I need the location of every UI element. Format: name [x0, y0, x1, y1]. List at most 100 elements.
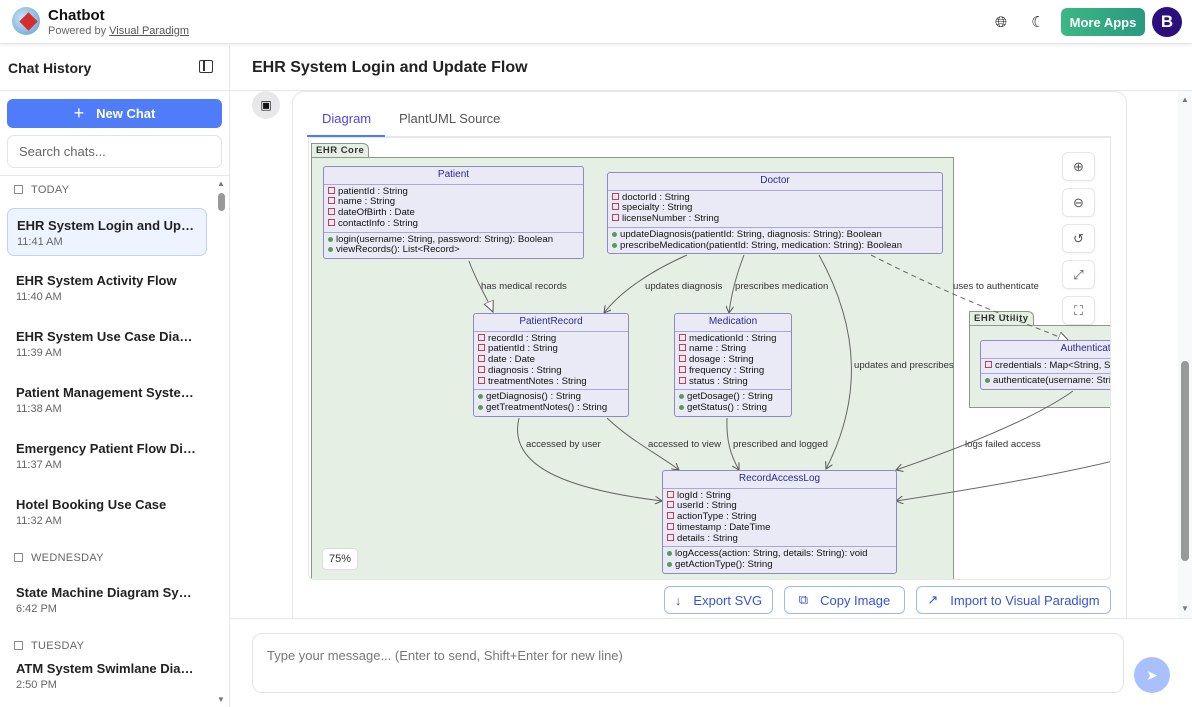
- class-attribute: patientId : String: [478, 344, 624, 355]
- class-attribute: diagnosis : String: [478, 365, 624, 377]
- divider: [0, 90, 230, 91]
- class-attribute: name : String: [679, 344, 787, 355]
- visual-paradigm-link[interactable]: Visual Paradigm: [109, 25, 190, 37]
- scroll-up-arrow[interactable]: ▲: [1181, 95, 1189, 104]
- sidebar-toggle-icon[interactable]: [199, 60, 213, 73]
- chat-title: EHR System Activity Flow: [16, 273, 177, 288]
- scroll-down-arrow[interactable]: ▼: [1181, 604, 1189, 613]
- class-name: Medication: [675, 314, 791, 332]
- package-label: EHR Utility: [969, 311, 1034, 325]
- edge: [818, 254, 852, 469]
- app-name: Chatbot: [48, 7, 105, 24]
- edge: [604, 254, 688, 313]
- visual-paradigm-logo: [12, 7, 40, 35]
- class-method: getDosage() : String: [679, 392, 787, 403]
- send-button[interactable]: ➤: [1134, 657, 1170, 693]
- export-svg-button[interactable]: ↓Export SVG: [664, 586, 773, 614]
- divider: [0, 175, 230, 176]
- class-attribute: contactInfo : String: [328, 218, 579, 230]
- main-scrollbar[interactable]: [1181, 361, 1189, 561]
- fullscreen-button[interactable]: ⛶: [1062, 296, 1095, 325]
- class-methods: login(username: String, password: String…: [324, 231, 583, 258]
- edge: [896, 390, 1074, 470]
- new-chat-label: New Chat: [96, 106, 156, 121]
- zoom-in-button[interactable]: ⊕: [1062, 152, 1095, 181]
- class-attribute: dateOfBirth : Date: [328, 207, 579, 219]
- class-name: PatientRecord: [474, 314, 628, 332]
- tab-diagram[interactable]: Diagram: [322, 111, 372, 126]
- calendar-icon: [14, 185, 23, 194]
- class-name: Patient: [324, 167, 583, 185]
- package-label: EHR Core: [311, 143, 370, 157]
- edge-label: logs failed access: [965, 439, 1041, 450]
- chat-time: 11:37 AM: [16, 459, 62, 471]
- section-today: TODAY: [14, 184, 69, 196]
- download-icon: ↓: [674, 592, 682, 608]
- powered-by: Powered by Visual Paradigm: [48, 25, 189, 37]
- top-bar: Chatbot Powered by Visual Paradigm 🌐︎ ☾ …: [0, 0, 1192, 44]
- chat-time: 11:39 AM: [16, 347, 62, 359]
- globe-icon[interactable]: 🌐︎: [994, 13, 1007, 31]
- fit-to-screen-button[interactable]: ⤢: [1062, 260, 1095, 289]
- avatar[interactable]: B: [1152, 7, 1182, 37]
- class-attribute: timestamp : DateTime: [667, 522, 892, 534]
- moon-icon[interactable]: ☾: [1031, 14, 1045, 31]
- edge-label: updates diagnosis: [645, 281, 723, 292]
- tab-plantuml-source[interactable]: PlantUML Source: [399, 111, 501, 126]
- edge-label: accessed to view: [648, 439, 722, 450]
- search-chats-input[interactable]: [7, 135, 222, 168]
- chat-history-title: Chat History: [8, 60, 92, 76]
- chat-time: 2:50 PM: [16, 679, 57, 691]
- class-authenticator[interactable]: Authenticatorcredentials : Map<String, S…: [980, 340, 1110, 391]
- edge: [726, 417, 739, 470]
- class-method: viewRecords(): List<Record>: [328, 245, 579, 256]
- scroll-up-arrow[interactable]: ▲: [217, 179, 225, 188]
- edge-label: updates and prescribes: [854, 360, 954, 371]
- class-method: logAccess(action: String, details: Strin…: [667, 549, 892, 560]
- scroll-down-arrow[interactable]: ▼: [217, 695, 225, 704]
- zoom-out-button[interactable]: ⊖: [1062, 188, 1095, 217]
- class-attribute: recordId : String: [478, 333, 624, 345]
- chat-time: 11:41 AM: [17, 236, 63, 248]
- chat-time: 11:38 AM: [16, 403, 62, 415]
- class-methods: updateDiagnosis(patientId: String, diagn…: [608, 226, 942, 253]
- message-input[interactable]: [252, 633, 1124, 693]
- class-attribute: specialty : String: [612, 203, 938, 214]
- class-method: prescribeMedication(patientId: String, m…: [612, 240, 938, 252]
- class-method: login(username: String, password: String…: [328, 234, 579, 246]
- edge: [729, 254, 745, 313]
- sidebar-scrollbar[interactable]: [218, 193, 225, 211]
- class-attribute: treatmentNotes : String: [478, 376, 624, 388]
- class-method: updateDiagnosis(patientId: String, diagn…: [612, 229, 938, 241]
- diagram-canvas[interactable]: EHR Core EHR Utility has medical records…: [308, 137, 1111, 580]
- section-label: WEDNESDAY: [31, 552, 104, 564]
- reset-view-button[interactable]: ↺: [1062, 224, 1095, 253]
- page-title: EHR System Login and Update Flow: [252, 59, 528, 76]
- chat-item[interactable]: Patient Management System Class Diagram1…: [7, 376, 207, 424]
- sidebar: Chat History +New Chat TODAY EHR System …: [0, 45, 230, 707]
- edge: [896, 461, 1110, 501]
- section-label: TODAY: [31, 184, 70, 196]
- more-apps-button[interactable]: More Apps: [1061, 8, 1145, 36]
- import-to-visual-paradigm-button[interactable]: ↗Import to Visual Paradigm: [916, 586, 1111, 614]
- class-method: authenticate(username: String, password:…: [985, 376, 1110, 387]
- new-chat-button[interactable]: +New Chat: [7, 99, 222, 128]
- copy-image-button[interactable]: ⧉Copy Image: [784, 586, 905, 614]
